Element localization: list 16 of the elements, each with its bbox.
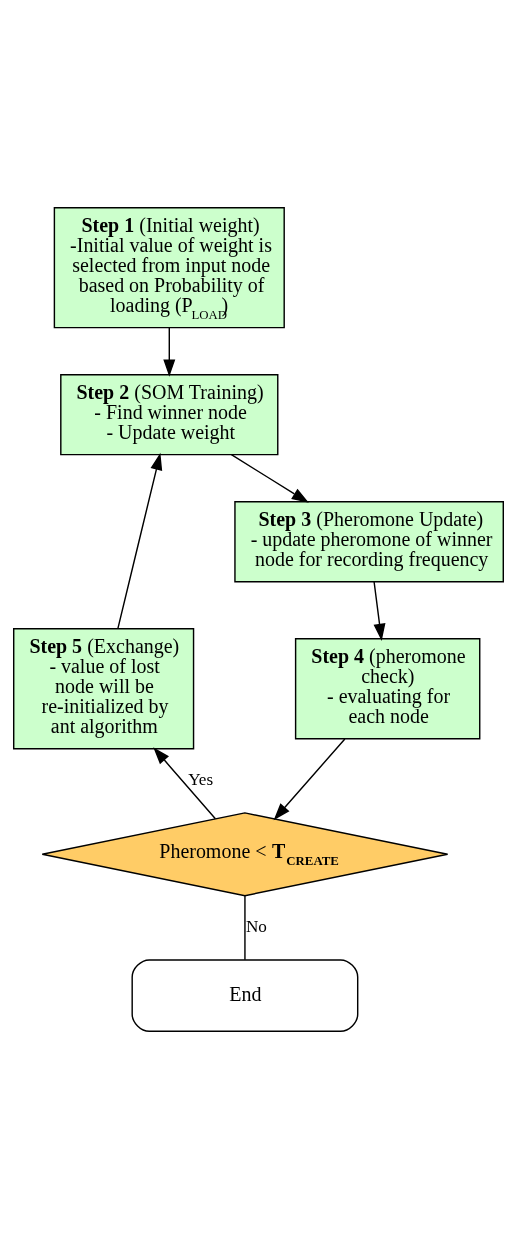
node-box: Step 1 (Initial weight) -Initial value of weight is selected from input node based on Probability of loading (P$_{LOAD}$) <box>53 206 285 328</box>
node-box: Step 2 (SOM Training) - Find winner node - Update weight <box>60 373 279 455</box>
node-box: Step 4 (pheromone check) - evaluating for each node <box>294 637 481 739</box>
node-box: Step 3 (Pheromone Update) - update pheromone of winner node for recording frequency <box>234 500 504 582</box>
arrow <box>117 452 163 629</box>
arrow <box>230 453 309 503</box>
connector <box>244 894 246 961</box>
arrow <box>163 326 176 377</box>
edge-label: Yes <box>188 769 214 789</box>
node-diamond: Pheromone < T$_{CREATE}$ <box>41 811 449 896</box>
node-box: Step 5 (Exchange) - value of lost node will be re-initialized by ant algorithm <box>13 627 195 749</box>
edge-label: No <box>245 916 267 936</box>
arrow <box>373 580 386 641</box>
arrow <box>153 746 217 820</box>
arrow <box>273 737 346 820</box>
node-box: End <box>131 958 359 1032</box>
